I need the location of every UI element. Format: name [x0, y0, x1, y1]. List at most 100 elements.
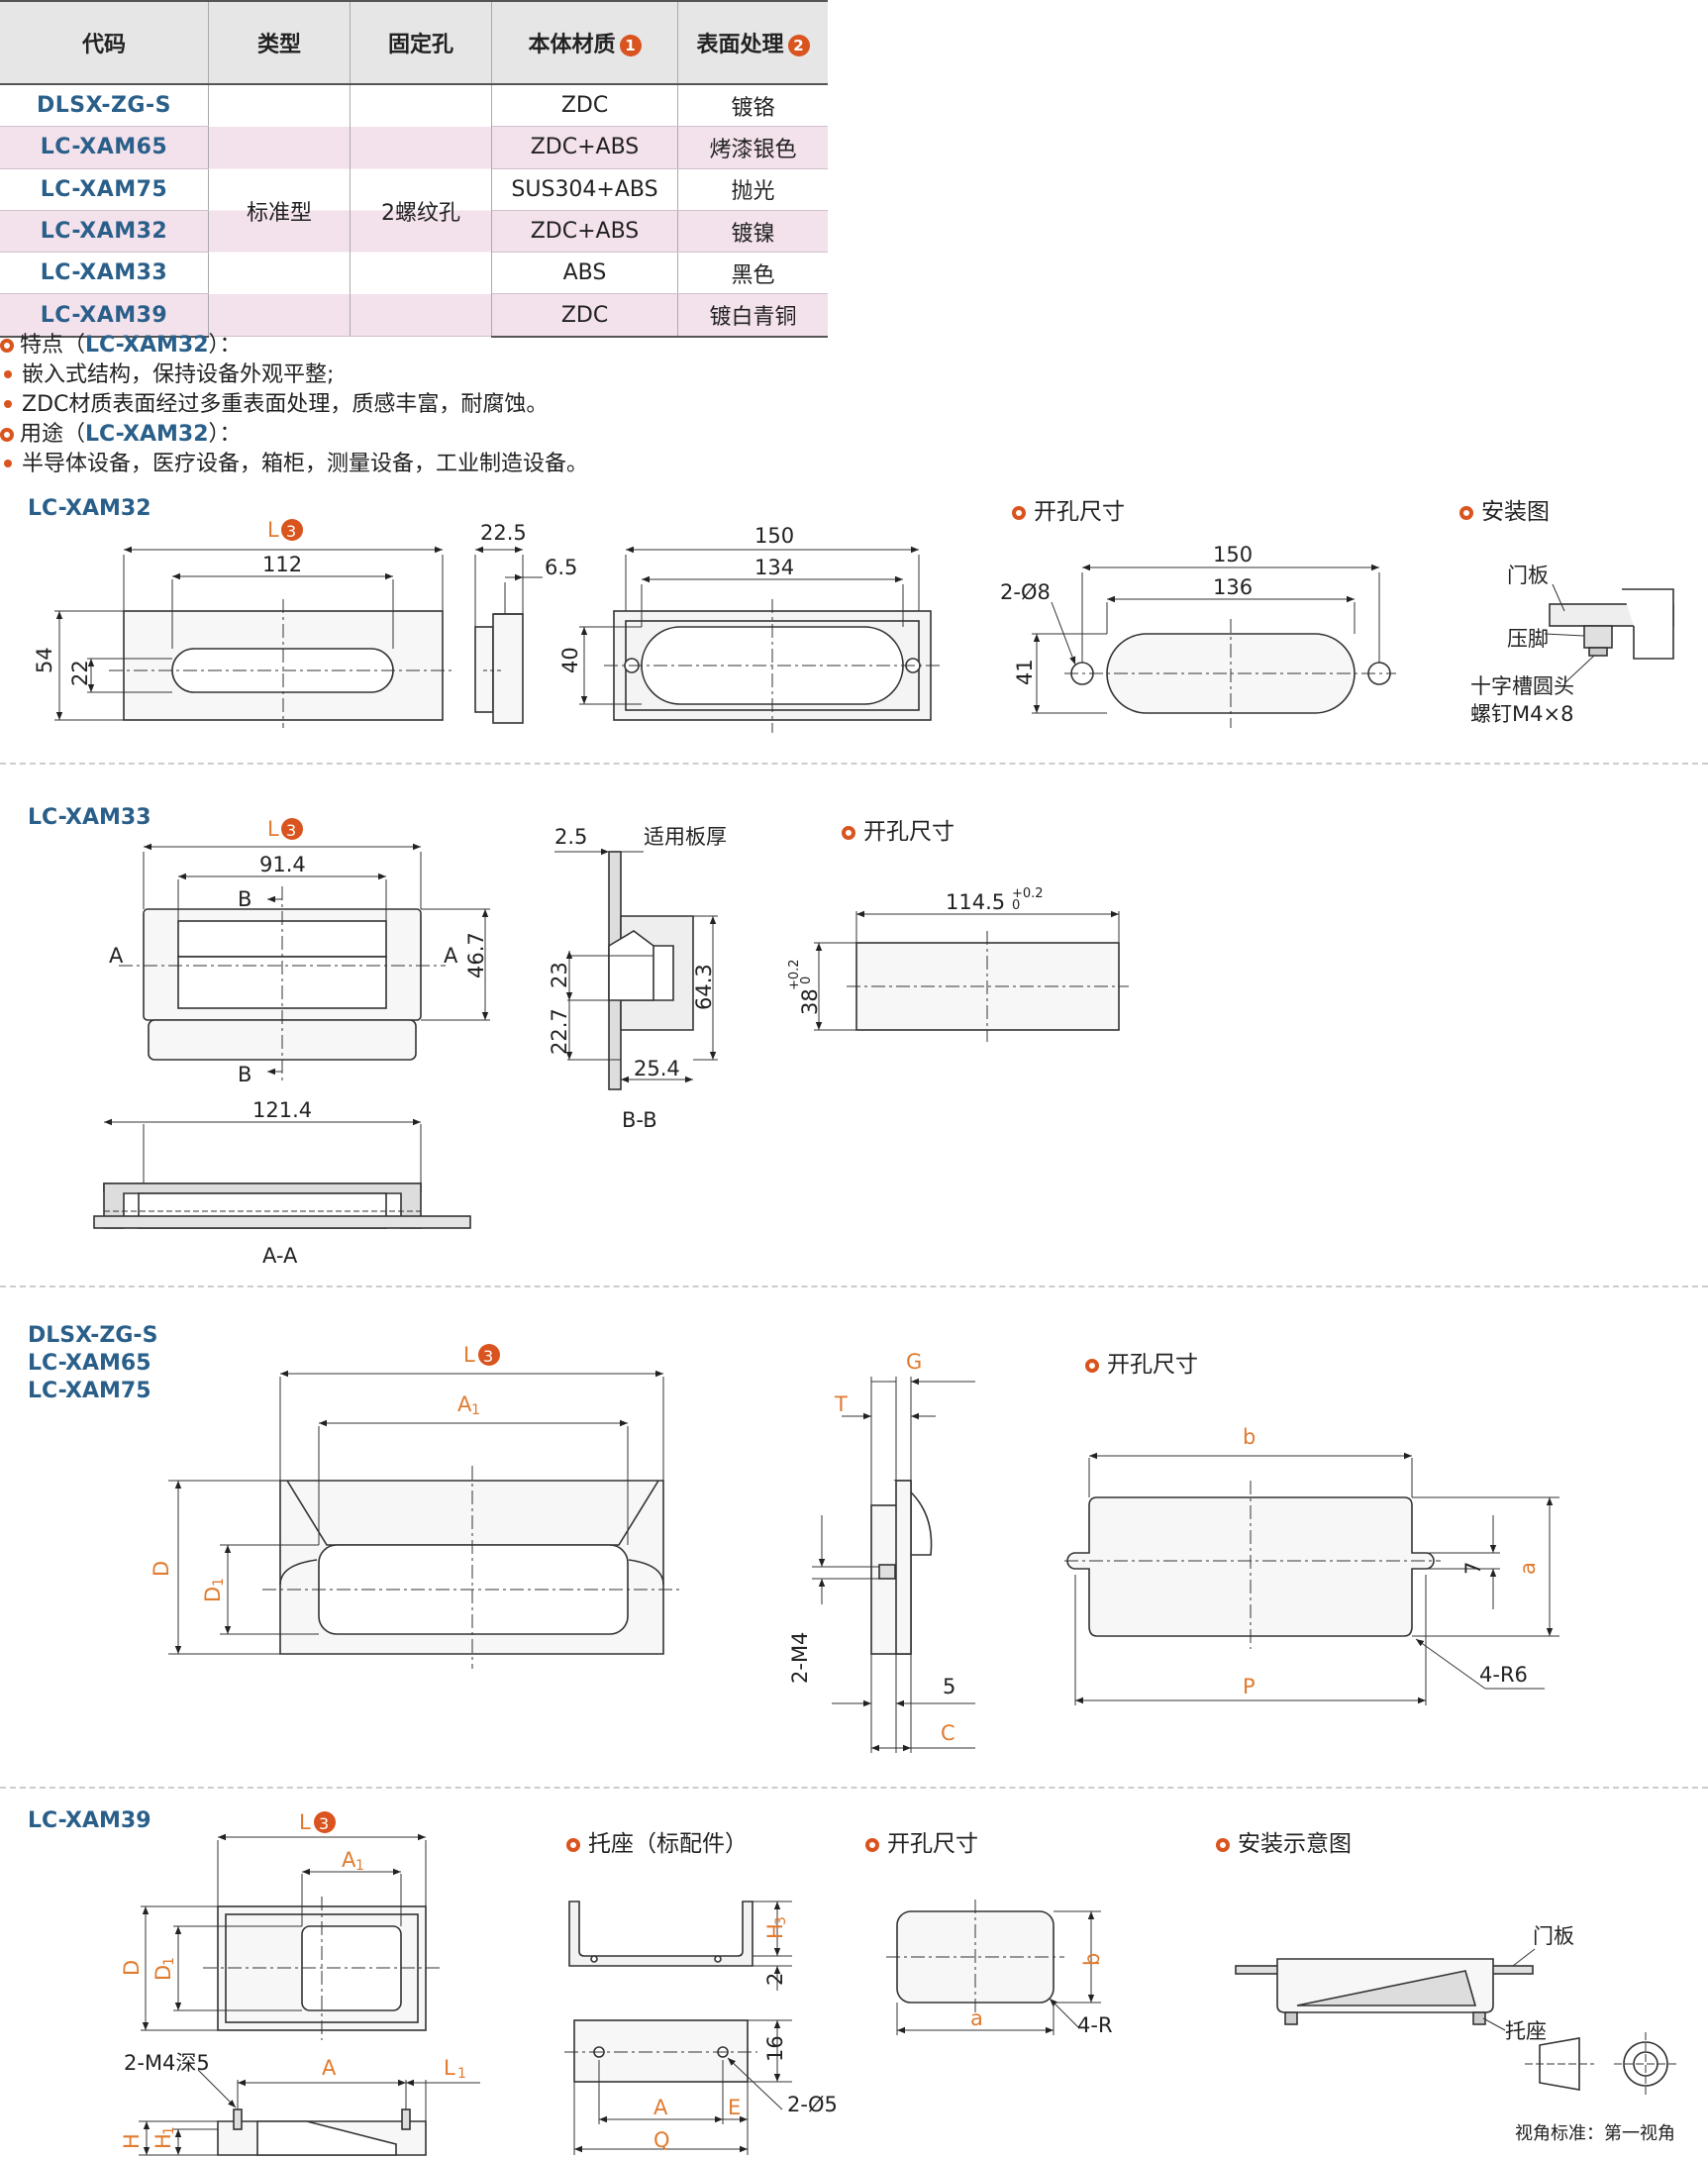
svg-text:3: 3 [773, 1916, 789, 1925]
row-code: LC-XAM32 [0, 210, 209, 254]
label-door-plate-2: 门板 [1533, 1924, 1574, 1948]
svg-text:46.7: 46.7 [464, 932, 488, 978]
svg-text:L: L [299, 1810, 311, 1834]
svg-text:L: L [267, 817, 279, 841]
dim-150: 150 [754, 524, 794, 548]
svg-text:0: 0 [1012, 898, 1020, 913]
svg-text:25.4: 25.4 [634, 1057, 680, 1080]
install-diagram-title: 安装示意图 [1216, 1824, 1352, 1858]
view-standard: 视角标准：第一视角 [1515, 2123, 1675, 2144]
svg-text:G: G [906, 1350, 922, 1374]
label-screw-2: 螺钉M4×8 [1470, 702, 1573, 726]
ring-bullet-icon [0, 428, 14, 442]
svg-text:2-Ø5: 2-Ø5 [787, 2093, 838, 2116]
section-separator [0, 1285, 1708, 1287]
bracket-title: 托座（标配件） [566, 1824, 748, 1858]
row-code: LC-XAM65 [0, 126, 209, 169]
row-material: ZDC+ABS [491, 210, 678, 254]
use-heading: 用途（LC-XAM32）： [0, 416, 242, 448]
ring-bullet-icon [0, 339, 14, 353]
svg-text:7: 7 [1461, 1562, 1485, 1575]
svg-text:3: 3 [286, 522, 296, 541]
dot-bullet-icon [4, 369, 12, 378]
section-title-dlsx: DLSX-ZG-S [28, 1323, 158, 1348]
svg-text:H: H [151, 2133, 175, 2149]
dim-40: 40 [558, 647, 582, 673]
cutout-title-2: 开孔尺寸 [842, 812, 954, 846]
header-code: 代码 [0, 0, 209, 85]
feature-item: 嵌入式结构，保持设备外观平整; [0, 357, 334, 388]
table-row: LC-XAM33 ABS 黑色 [0, 252, 828, 295]
svg-text:3: 3 [286, 821, 296, 840]
svg-text:114.5: 114.5 [946, 890, 1005, 914]
svg-text:3: 3 [483, 1347, 493, 1366]
svg-text:1: 1 [161, 1957, 177, 1966]
svg-text:D: D [201, 1587, 225, 1602]
table-row: DLSX-ZG-S 标准型 2螺纹孔 ZDC 镀铬 [0, 84, 828, 338]
svg-text:Q: Q [653, 2128, 670, 2152]
svg-text:A: A [342, 1848, 356, 1872]
badge-2: 2 [787, 35, 810, 56]
svg-text:1: 1 [355, 1858, 364, 1874]
section-separator [0, 763, 1708, 765]
cutout-title-3: 开孔尺寸 [1085, 1345, 1198, 1379]
table-row: LC-XAM39 ZDC 镀白青铜 [0, 293, 828, 338]
dot-bullet-icon [4, 459, 12, 467]
svg-text:23: 23 [548, 962, 571, 988]
row-finish: 抛光 [677, 168, 828, 211]
svg-text:4-R6: 4-R6 [1479, 1663, 1528, 1687]
svg-text:A: A [457, 1392, 472, 1416]
table-row: LC-XAM75 SUS304+ABS 抛光 [0, 168, 828, 211]
dim-134: 134 [754, 556, 794, 579]
section-title-xam32: LC-XAM32 [28, 496, 151, 521]
svg-text:1: 1 [471, 1402, 480, 1418]
svg-text:38: 38 [798, 988, 822, 1015]
row-material: SUS304+ABS [491, 168, 678, 211]
svg-text:b: b [1080, 1953, 1104, 1966]
svg-text:A: A [653, 2096, 668, 2119]
dim-2d8: 2-Ø8 [1000, 580, 1051, 604]
svg-text:1: 1 [161, 2126, 177, 2135]
svg-text:H: H [763, 1923, 787, 1939]
header-hole: 固定孔 [350, 0, 492, 85]
svg-text:L: L [444, 2056, 455, 2080]
svg-text:5: 5 [943, 1675, 955, 1698]
svg-text:0: 0 [799, 977, 814, 984]
row-material: ZDC+ABS [491, 126, 678, 169]
label-screw-1: 十字槽圆头 [1470, 674, 1574, 698]
dim-c41: 41 [1013, 659, 1037, 685]
svg-text:3: 3 [319, 1814, 329, 1833]
dim-54: 54 [33, 647, 56, 673]
table-row: LC-XAM65 ZDC+ABS 烤漆银色 [0, 126, 828, 169]
dim-22-5: 22.5 [480, 521, 527, 545]
section-title-xam39: LC-XAM39 [28, 1808, 151, 1833]
svg-text:A: A [109, 944, 124, 968]
svg-text:B: B [238, 887, 251, 911]
svg-text:b: b [1243, 1425, 1256, 1449]
svg-text:B-B: B-B [622, 1108, 657, 1132]
label-bracket: 托座 [1505, 2019, 1547, 2043]
row-code: LC-XAM39 [0, 293, 209, 338]
badge-1: 1 [619, 35, 642, 56]
row-finish: 黑色 [677, 252, 828, 295]
svg-text:H: H [120, 2133, 144, 2149]
svg-text:A: A [444, 944, 458, 968]
dot-bullet-icon [4, 399, 12, 408]
svg-text:E: E [728, 2096, 741, 2119]
row-code: LC-XAM33 [0, 252, 209, 295]
section-title-xam75: LC-XAM75 [28, 1379, 151, 1403]
table-row: LC-XAM32 ZDC+ABS 镀镍 [0, 210, 828, 254]
svg-text:91.4: 91.4 [259, 853, 306, 876]
section-title-xam65: LC-XAM65 [28, 1351, 151, 1376]
label-door-plate: 门板 [1507, 564, 1549, 587]
label-press-foot: 压脚 [1507, 627, 1549, 651]
row-material: ABS [491, 252, 678, 295]
header-type: 类型 [208, 0, 351, 85]
cutout-title-4: 开孔尺寸 [865, 1824, 978, 1858]
row-finish: 镀白青铜 [677, 293, 828, 338]
cutout-title-1: 开孔尺寸 [1012, 492, 1125, 526]
